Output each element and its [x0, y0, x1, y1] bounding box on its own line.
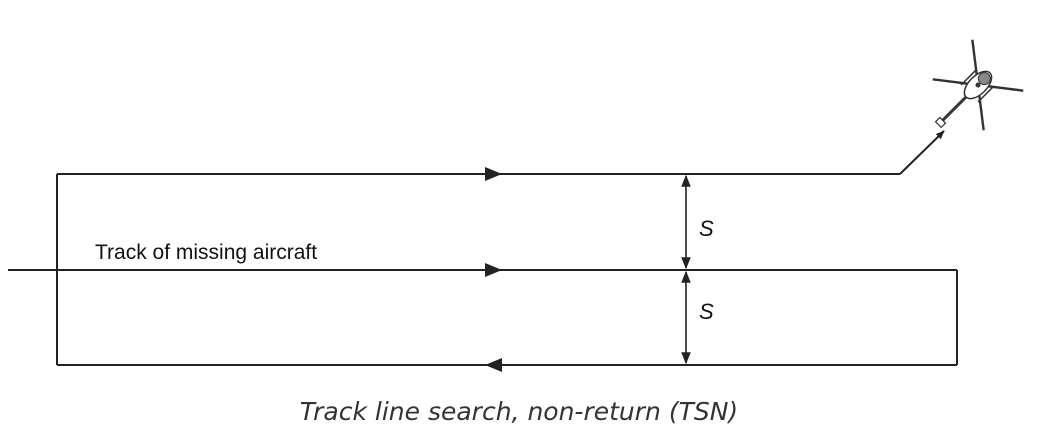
diagram-caption: Track line search, non-return (TSN): [300, 397, 738, 426]
exit-leg-line: [899, 130, 945, 175]
middle-track-arrow-icon: [485, 263, 502, 277]
search-path: [8, 130, 958, 366]
track-label: Track of missing aircraft: [95, 241, 317, 264]
helicopter-icon: [932, 39, 1024, 131]
spacing-label-lower: S: [699, 299, 714, 324]
bottom-leg-arrow-icon: [485, 358, 502, 372]
spacing-label-upper: S: [699, 216, 714, 241]
direction-arrows: [485, 167, 502, 372]
top-leg-arrow-icon: [485, 167, 502, 181]
